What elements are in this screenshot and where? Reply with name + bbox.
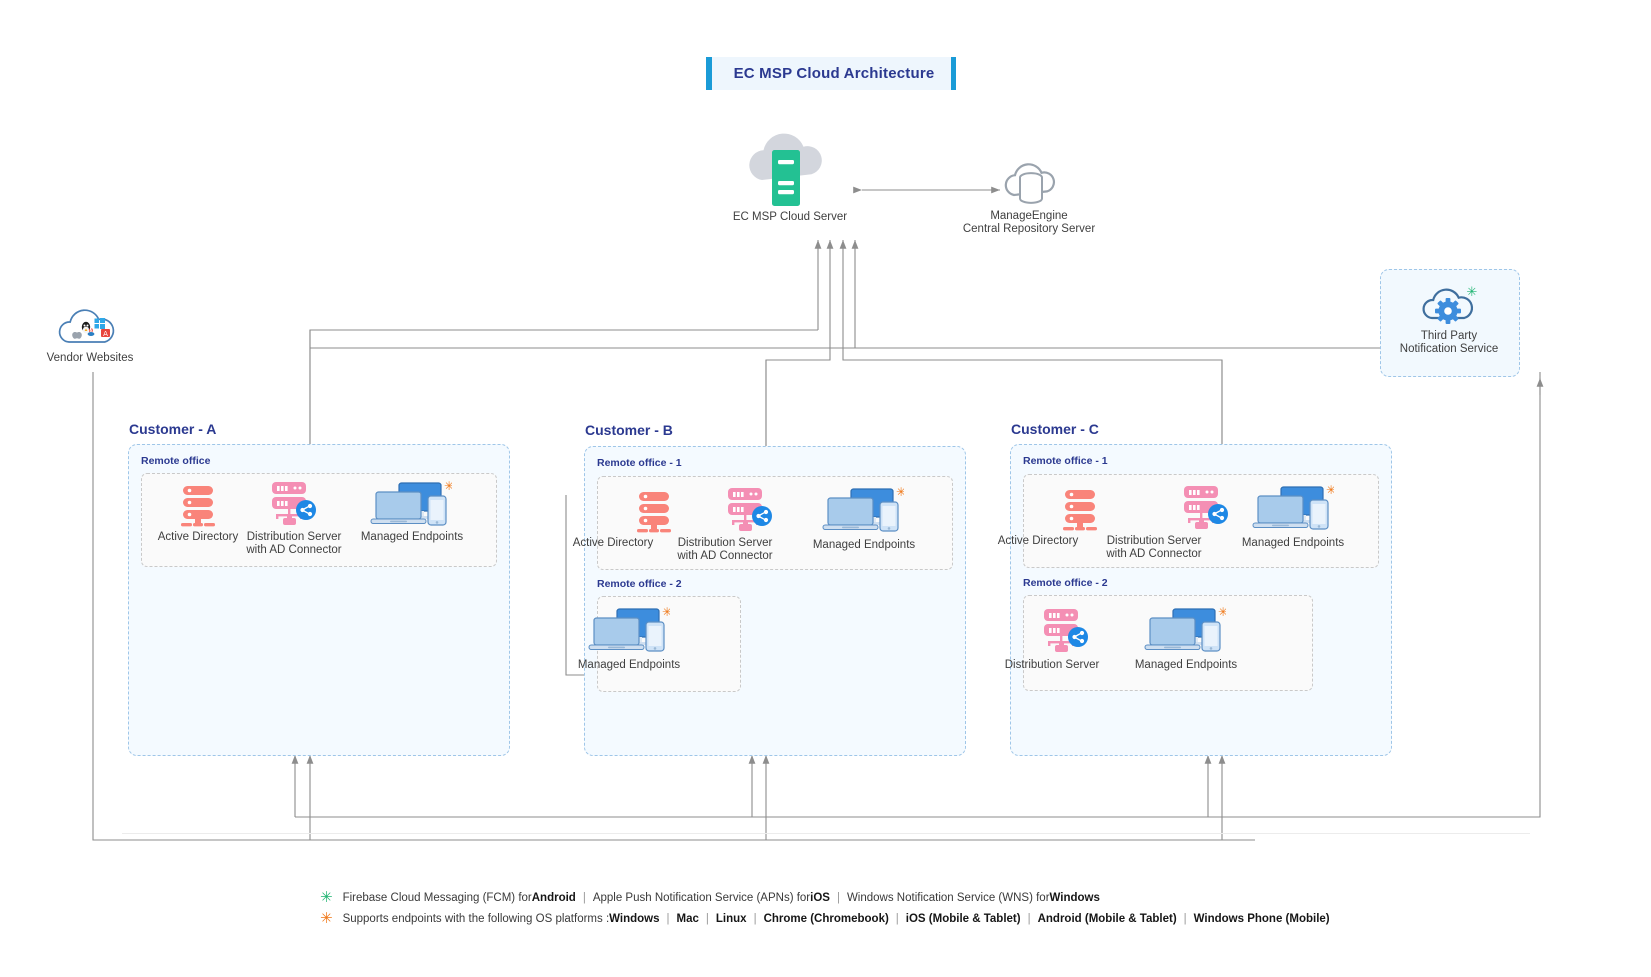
distribution-server-icon (1040, 607, 1092, 655)
managed-endpoints-icon: ✳ (1252, 483, 1336, 531)
cloud-vendor-logos-icon: A (55, 302, 125, 348)
legend-platform-ios: iOS (Mobile & Tablet) (905, 912, 1021, 925)
third-party-label-line1: Third Party (1420, 330, 1478, 342)
legend-fcm-text: Firebase Cloud Messaging (FCM) for (342, 891, 532, 904)
page-title-banner: EC MSP Cloud Architecture (706, 57, 956, 90)
third-party-notification-label: Third Party Notification Service (1380, 330, 1518, 356)
svg-text:✳: ✳ (1467, 285, 1478, 300)
active-directory-server-icon (632, 489, 676, 533)
legend-separator: | (705, 912, 709, 925)
customer-a-title: Customer - A (129, 421, 217, 437)
legend-wns-bold: Windows (1049, 891, 1100, 904)
legend-row-notifications: ✳ Firebase Cloud Messaging (FCM) for And… (320, 890, 1100, 905)
legend-separator: | (836, 891, 840, 904)
title-accent-left (706, 57, 712, 90)
svg-text:✳: ✳ (896, 487, 904, 499)
customer-a-active-directory-label: Active Directory (157, 531, 239, 543)
repository-label: ManageEngine Central Repository Server (948, 210, 1110, 236)
customer-b-office-2-title: Remote office - 2 (597, 578, 682, 590)
managed-endpoints-icon: ✳ (1144, 605, 1228, 653)
legend-row-platforms: ✳ Supports endpoints with the following … (320, 911, 1330, 926)
legend-platform-winphone: Windows Phone (Mobile) (1193, 912, 1330, 925)
legend-wns-text: Windows Notification Service (WNS) for (846, 891, 1050, 904)
repository-label-line1: ManageEngine (990, 210, 1068, 222)
dist-label-line2: with AD Connector (1106, 548, 1202, 560)
cloud-server-label: EC MSP Cloud Server (732, 211, 848, 223)
svg-text:✳: ✳ (662, 607, 670, 619)
legend-platform-windows: Windows (609, 912, 660, 925)
dist-label-line1: Distribution Server (677, 537, 773, 549)
dist-label-line1: Distribution Server (246, 531, 342, 543)
customer-c-office-2-managed-endpoints-label: Managed Endpoints (1134, 659, 1238, 671)
svg-text:✳: ✳ (444, 481, 452, 493)
customer-b-managed-endpoints-label: Managed Endpoints (812, 539, 916, 551)
legend-separator: | (666, 912, 670, 925)
active-directory-server-icon (1058, 487, 1102, 531)
customer-a-managed-endpoints-label: Managed Endpoints (360, 531, 464, 543)
legend-apns-bold: iOS (810, 891, 830, 904)
managed-endpoints-icon: ✳ (588, 605, 672, 653)
legend-fcm-bold: Android (531, 891, 576, 904)
distribution-server-icon (724, 486, 776, 534)
orange-asterisk-icon: ✳ (320, 909, 333, 927)
customer-a-office-1-title: Remote office (141, 455, 211, 467)
legend-separator: | (895, 912, 899, 925)
vendor-websites-label: Vendor Websites (46, 352, 134, 364)
legend-separator: | (753, 912, 757, 925)
legend-platform-chrome: Chrome (Chromebook) (763, 912, 889, 925)
customer-c-office-1-title: Remote office - 1 (1023, 455, 1108, 467)
active-directory-server-icon (176, 483, 220, 527)
dist-label-line2: with AD Connector (246, 544, 342, 556)
customer-b-office-1-title: Remote office - 1 (597, 457, 682, 469)
distribution-server-icon (268, 480, 320, 528)
legend-separator: | (1183, 912, 1187, 925)
svg-text:✳: ✳ (1326, 485, 1334, 497)
legend-apns-text: Apple Push Notification Service (APNs) f… (592, 891, 811, 904)
managed-endpoints-icon: ✳ (370, 479, 454, 527)
legend-separator: | (582, 891, 586, 904)
customer-c-active-directory-label: Active Directory (997, 535, 1079, 547)
cloud-gear-icon: ✳ (1418, 284, 1480, 332)
legend-separator: | (1027, 912, 1031, 925)
repository-label-line2: Central Repository Server (962, 223, 1096, 235)
legend-divider (122, 833, 1530, 834)
legend-platform-linux: Linux (715, 912, 747, 925)
customer-c-managed-endpoints-label: Managed Endpoints (1241, 537, 1345, 549)
distribution-server-icon (1180, 484, 1232, 532)
customer-b-active-directory-label: Active Directory (572, 537, 654, 549)
cloud-server-icon (742, 124, 830, 206)
dist-label-line1: Distribution Server (1106, 535, 1202, 547)
legend-platform-android: Android (Mobile & Tablet) (1037, 912, 1177, 925)
legend-platform-mac: Mac (676, 912, 699, 925)
legend-platforms-lead: Supports endpoints with the following OS… (342, 912, 610, 925)
customer-b-title: Customer - B (585, 422, 673, 438)
customer-b-office-2-managed-endpoints-label: Managed Endpoints (577, 659, 681, 671)
customer-a-distribution-server-label: Distribution Server with AD Connector (242, 531, 346, 557)
svg-text:✳: ✳ (1218, 607, 1226, 619)
dist-label-line2: with AD Connector (677, 550, 773, 562)
title-accent-right (951, 57, 956, 90)
customer-b-distribution-server-label: Distribution Server with AD Connector (673, 537, 777, 563)
cloud-database-icon (1001, 157, 1057, 209)
green-asterisk-icon: ✳ (320, 888, 333, 906)
page-title: EC MSP Cloud Architecture (733, 65, 935, 82)
managed-endpoints-icon: ✳ (822, 485, 906, 533)
customer-c-distribution-server-label: Distribution Server with AD Connector (1100, 535, 1208, 561)
customer-c-office-2-distribution-server-label: Distribution Server (1004, 659, 1100, 671)
customer-c-office-2-title: Remote office - 2 (1023, 577, 1108, 589)
customer-c-title: Customer - C (1011, 421, 1099, 437)
third-party-label-line2: Notification Service (1399, 343, 1499, 355)
svg-text:A: A (103, 330, 108, 338)
